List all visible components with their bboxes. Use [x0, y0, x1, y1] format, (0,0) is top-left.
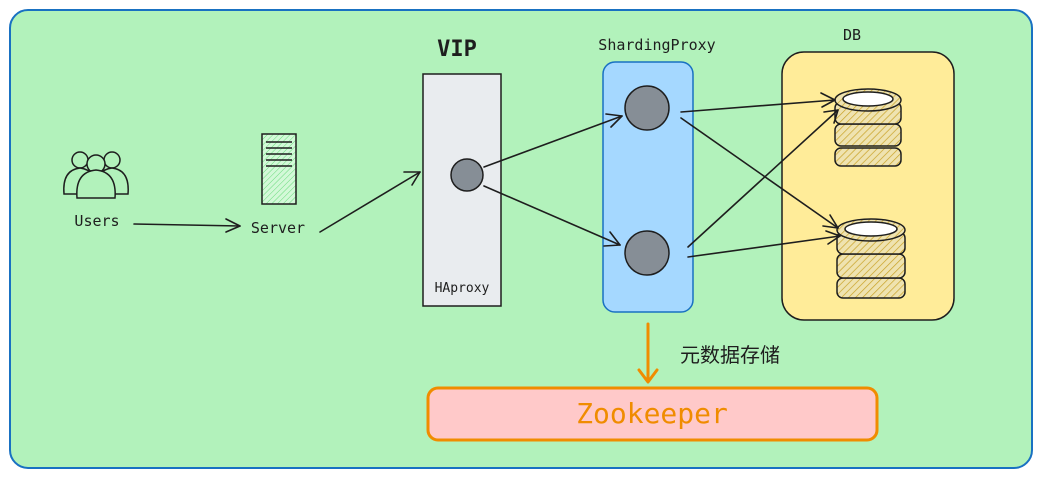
arrow-users-to-server	[133, 218, 241, 233]
db-box	[781, 51, 955, 321]
server-rack-icon	[261, 133, 297, 205]
server-label: Server	[251, 219, 305, 237]
haproxy-label: HAproxy	[435, 281, 490, 296]
users-group-icon	[63, 151, 129, 199]
sharding-proxy-label: ShardingProxy	[598, 36, 715, 54]
database-cylinder-icon	[834, 88, 902, 167]
zookeeper-box	[426, 386, 879, 442]
users-label: Users	[74, 212, 119, 230]
sharding-proxy-node-bottom	[624, 230, 670, 276]
sharding-proxy-node-top	[624, 85, 670, 131]
arrow-proxy-top-to-db-top	[680, 92, 836, 113]
arrow-haproxy-to-proxy-top	[483, 113, 623, 168]
arrow-haproxy-to-proxy-bottom	[483, 185, 621, 247]
metadata-storage-label: 元数据存储	[680, 343, 780, 367]
arrow-proxy-bottom-to-db-bottom	[687, 230, 841, 258]
zookeeper-label: Zookeeper	[576, 397, 728, 430]
arrow-proxy-bottom-to-db-top	[687, 109, 839, 248]
vip-label: VIP	[437, 37, 477, 62]
arrow-proxy-to-zookeeper	[637, 322, 659, 384]
arrow-server-to-haproxy	[319, 171, 421, 233]
haproxy-node	[450, 158, 484, 192]
arrow-proxy-top-to-db-bottom	[680, 117, 839, 229]
diagram-canvas	[9, 9, 1033, 469]
database-cylinder-icon	[836, 218, 906, 299]
db-label: DB	[843, 26, 861, 44]
